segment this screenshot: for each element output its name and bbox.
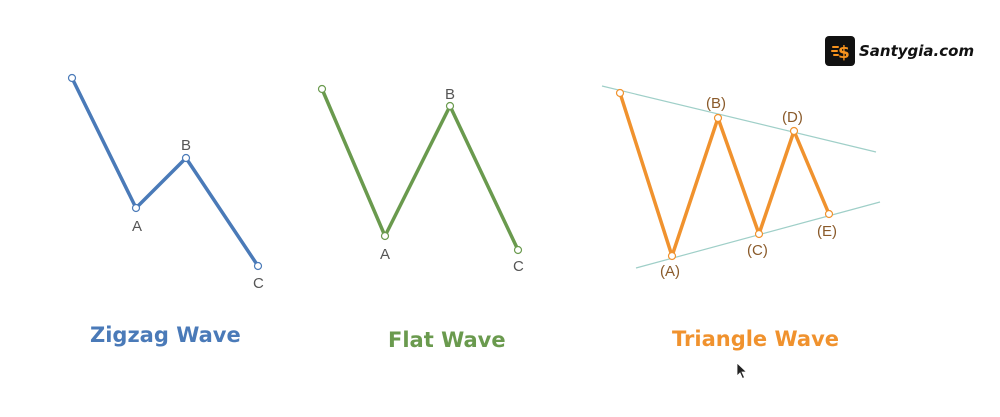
triangle-label-d: (D) xyxy=(782,109,803,126)
triangle-upper-trendline xyxy=(601,85,877,153)
dollar-logo-icon: $ xyxy=(825,36,855,66)
mouse-pointer-icon xyxy=(736,362,748,385)
zigzag-start-point xyxy=(67,73,77,83)
triangle-label-c: (C) xyxy=(747,242,768,259)
zigzag-point-c xyxy=(253,261,263,271)
flat-label-c: C xyxy=(513,258,524,275)
flat-label-a: A xyxy=(380,246,390,263)
triangle-wave-title: Triangle Wave xyxy=(672,327,839,351)
triangle-point-d xyxy=(789,126,799,136)
zigzag-label-a: A xyxy=(132,218,142,235)
triangle-point-e xyxy=(824,209,834,219)
triangle-start-point xyxy=(615,88,625,98)
triangle-point-b xyxy=(713,113,723,123)
triangle-label-e: (E) xyxy=(817,223,837,240)
triangle-label-a: (A) xyxy=(660,263,680,280)
zigzag-label-b: B xyxy=(181,137,191,154)
zigzag-point-b xyxy=(181,153,191,163)
zigzag-label-c: C xyxy=(253,275,264,292)
zigzag-wave-line xyxy=(70,76,260,268)
triangle-label-b: (B) xyxy=(706,95,726,112)
zigzag-point-a xyxy=(131,203,141,213)
svg-text:$: $ xyxy=(838,43,850,63)
flat-wave-line xyxy=(320,87,520,252)
zigzag-wave-title: Zigzag Wave xyxy=(90,323,241,347)
flat-start-point xyxy=(317,84,327,94)
brand-name: Santygia.com xyxy=(859,42,975,60)
triangle-point-c xyxy=(754,229,764,239)
triangle-wave-line xyxy=(618,91,831,258)
brand-logo: $ Santygia.com xyxy=(825,36,974,66)
flat-point-a xyxy=(380,231,390,241)
triangle-point-a xyxy=(667,251,677,261)
flat-label-b: B xyxy=(445,86,455,103)
flat-point-c xyxy=(513,245,523,255)
flat-wave-title: Flat Wave xyxy=(388,328,506,352)
flat-point-b xyxy=(445,101,455,111)
